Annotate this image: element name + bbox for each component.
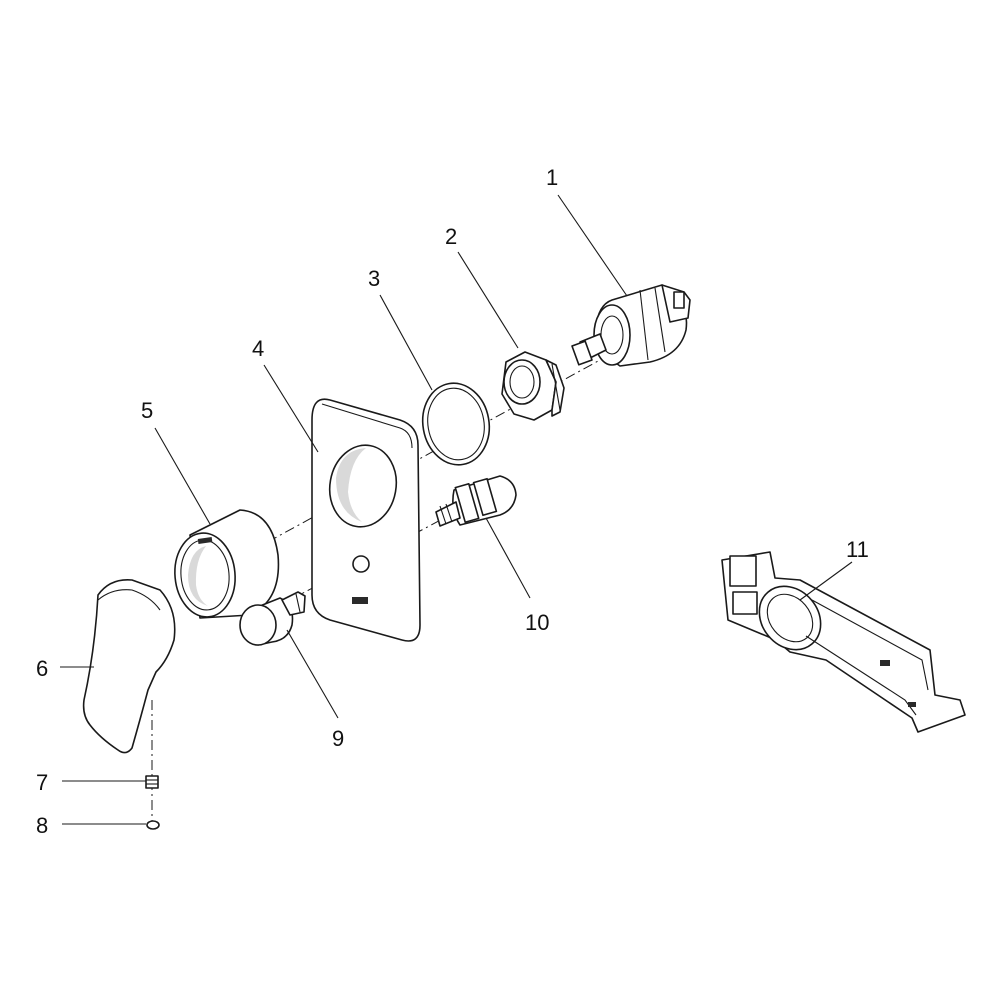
callout-5: 5 <box>141 398 153 423</box>
part-1-cartridge[interactable] <box>571 284 691 367</box>
callout-2: 2 <box>445 224 457 249</box>
callout-6: 6 <box>36 656 48 681</box>
part-8-cap[interactable] <box>146 820 160 830</box>
part-3-o-ring[interactable] <box>416 378 495 470</box>
part-7-set-screw[interactable] <box>145 775 159 789</box>
part-4-cover-plate[interactable] <box>311 398 421 642</box>
callout-7: 7 <box>36 770 48 795</box>
callout-labels: 1 2 3 4 5 6 7 8 9 10 11 <box>36 165 869 838</box>
part-6-lever-handle[interactable] <box>82 578 176 754</box>
callout-3: 3 <box>368 266 380 291</box>
assembly-axes <box>151 359 601 822</box>
callout-11: 11 <box>846 537 869 562</box>
part-11-spanner-tool[interactable] <box>721 551 966 733</box>
part-9-diverter-knob[interactable] <box>239 591 306 646</box>
callout-8: 8 <box>36 813 48 838</box>
part-10-diverter-spindle[interactable] <box>435 475 517 527</box>
callout-1: 1 <box>546 165 558 190</box>
part-5-sleeve[interactable] <box>171 509 280 619</box>
part-2-nut[interactable] <box>501 351 565 421</box>
leader-lines <box>60 194 853 825</box>
callout-9: 9 <box>332 726 344 751</box>
callout-4: 4 <box>252 336 264 361</box>
callout-10: 10 <box>525 610 549 635</box>
